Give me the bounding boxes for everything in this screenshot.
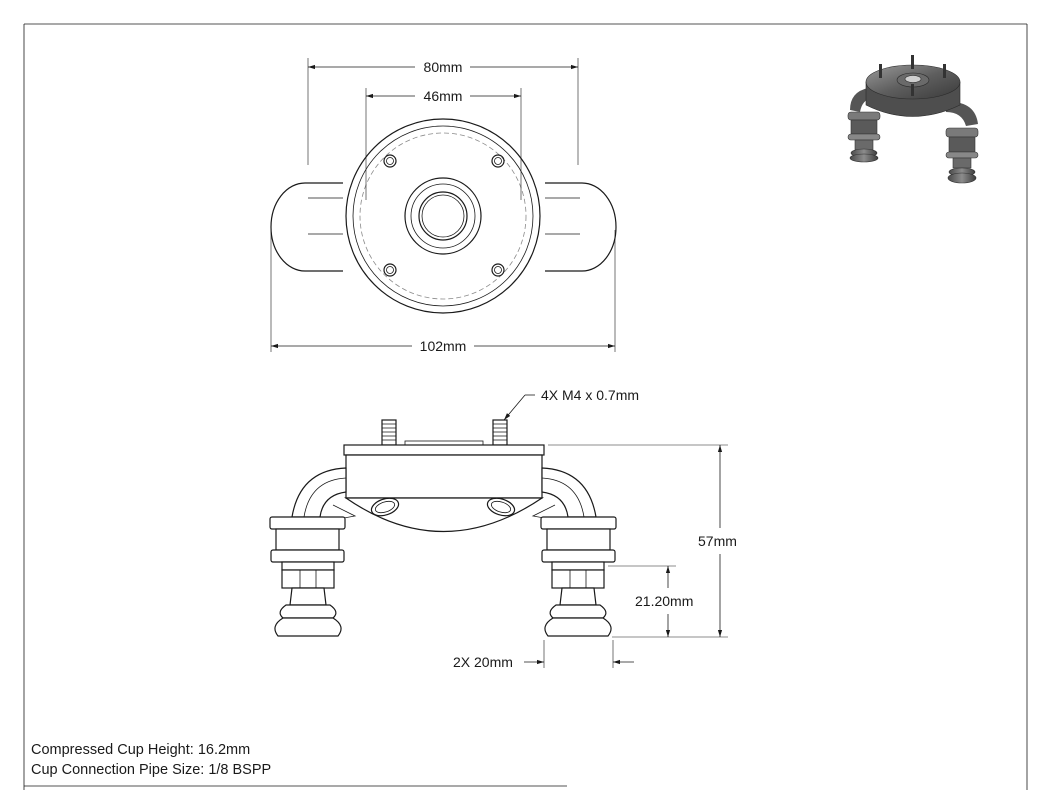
hidden-bolt-circle <box>359 132 527 300</box>
dimension-46mm-label: 46mm <box>424 88 463 104</box>
dimension-57mm-label: 57mm <box>698 533 737 549</box>
note-pipe-size: Cup Connection Pipe Size: 1/8 BSPP <box>31 762 272 778</box>
threaded-studs <box>381 419 508 446</box>
body-top-plate <box>343 444 545 456</box>
left-cup-assembly <box>269 467 357 637</box>
drawing-notes: Compressed Cup Height: 16.2mm Cup Connec… <box>31 740 271 780</box>
dimension-21-20mm: 21.20mm <box>608 565 693 637</box>
isometric-render <box>847 55 979 184</box>
dimension-102mm: 102mm <box>270 230 616 354</box>
body-main <box>345 454 543 499</box>
right-lobe <box>545 182 617 272</box>
body-outer-circle <box>345 118 541 314</box>
bolt-holes <box>383 154 505 277</box>
dimension-80mm: 80mm <box>307 58 579 165</box>
top-view: 80mm 46mm 102mm <box>270 58 617 354</box>
dimension-102mm-label: 102mm <box>420 338 467 354</box>
dimension-80mm-label: 80mm <box>424 59 463 75</box>
note-compressed-cup-height: Compressed Cup Height: 16.2mm <box>31 742 251 758</box>
dimension-57mm: 57mm <box>548 444 737 638</box>
dimension-cup-diameter-label: 2X 20mm <box>453 654 513 670</box>
body-dome <box>344 497 544 532</box>
dimension-cup-diameter: 2X 20mm <box>453 640 634 670</box>
sheet-border <box>23 23 1028 790</box>
front-view: 4X M4 x 0.7mm 57mm 21.20mm 2X 20mm <box>269 387 737 670</box>
hub-circle <box>404 177 482 255</box>
dimension-46mm: 46mm <box>365 88 522 200</box>
thread-callout-label: 4X M4 x 0.7mm <box>541 387 639 403</box>
dimension-21-20mm-label: 21.20mm <box>635 593 693 609</box>
thread-callout: 4X M4 x 0.7mm <box>503 387 639 421</box>
right-cup-assembly <box>531 467 617 637</box>
left-lobe <box>270 182 343 272</box>
